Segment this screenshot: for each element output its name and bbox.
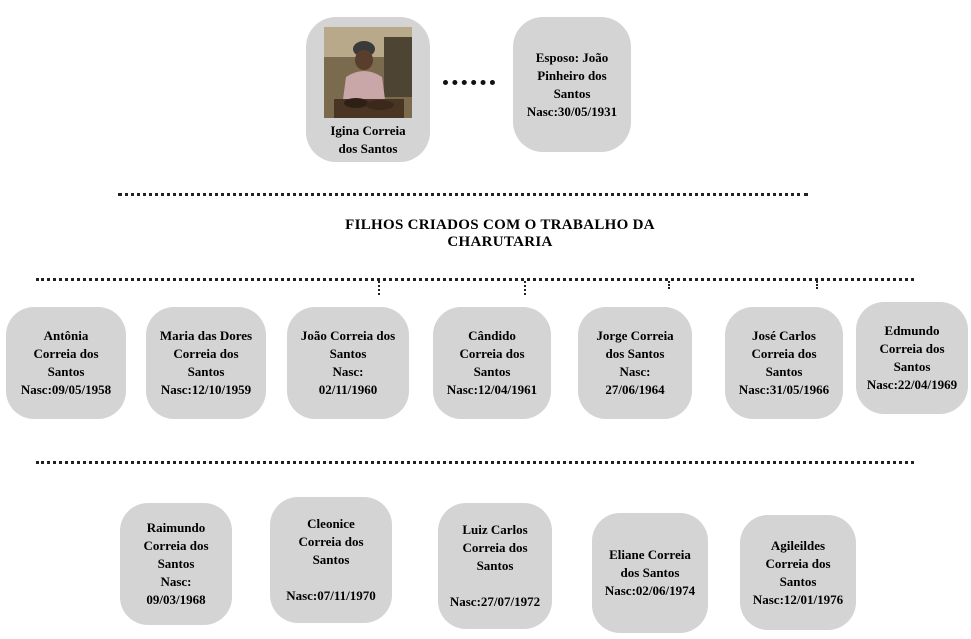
- child-node-antonia: Antônia Correia dos Santos Nasc:09/05/19…: [6, 307, 126, 419]
- marriage-connector: [443, 80, 495, 85]
- section-heading: FILHOS CRIADOS COM O TRABALHO DA CHARUTA…: [345, 217, 655, 250]
- connector-tick: [816, 281, 818, 289]
- child-node-joao: João Correia dos Santos Nasc: 02/11/1960: [287, 307, 409, 419]
- divider-parents: [118, 193, 808, 196]
- portrait-image: [324, 27, 412, 118]
- child-node-jorge: Jorge Correia dos Santos Nasc: 27/06/196…: [578, 307, 692, 419]
- child-node-maria-das-dores: Maria das Dores Correia dos Santos Nasc:…: [146, 307, 266, 419]
- child-node-cleonice: Cleonice Correia dos Santos Nasc:07/11/1…: [270, 497, 392, 623]
- mother-name: Igina Correia dos Santos: [330, 123, 406, 156]
- connector-tick: [524, 281, 526, 295]
- mother-node: Igina Correia dos Santos: [306, 17, 430, 162]
- father-text: Esposo: João Pinheiro dos Santos Nasc:30…: [526, 49, 618, 119]
- child-node-eliane: Eliane Correia dos Santos Nasc:02/06/197…: [592, 513, 708, 633]
- connector-row1: [36, 278, 914, 281]
- child-node-agileildes: Agileildes Correia dos Santos Nasc:12/01…: [740, 515, 856, 630]
- child-node-luiz-carlos: Luiz Carlos Correia dos Santos Nasc:27/0…: [438, 503, 552, 629]
- child-node-edmundo: Edmundo Correia dos Santos Nasc:22/04/19…: [856, 302, 968, 414]
- father-node: Esposo: João Pinheiro dos Santos Nasc:30…: [513, 17, 631, 152]
- child-node-jose-carlos: José Carlos Correia dos Santos Nasc:31/0…: [725, 307, 843, 419]
- child-node-raimundo: Raimundo Correia dos Santos Nasc: 09/03/…: [120, 503, 232, 625]
- portrait-photo: [324, 27, 412, 118]
- child-node-candido: Cândido Correia dos Santos Nasc:12/04/19…: [433, 307, 551, 419]
- connector-tick: [378, 281, 380, 295]
- divider-rows: [36, 461, 914, 464]
- connector-tick: [668, 281, 670, 289]
